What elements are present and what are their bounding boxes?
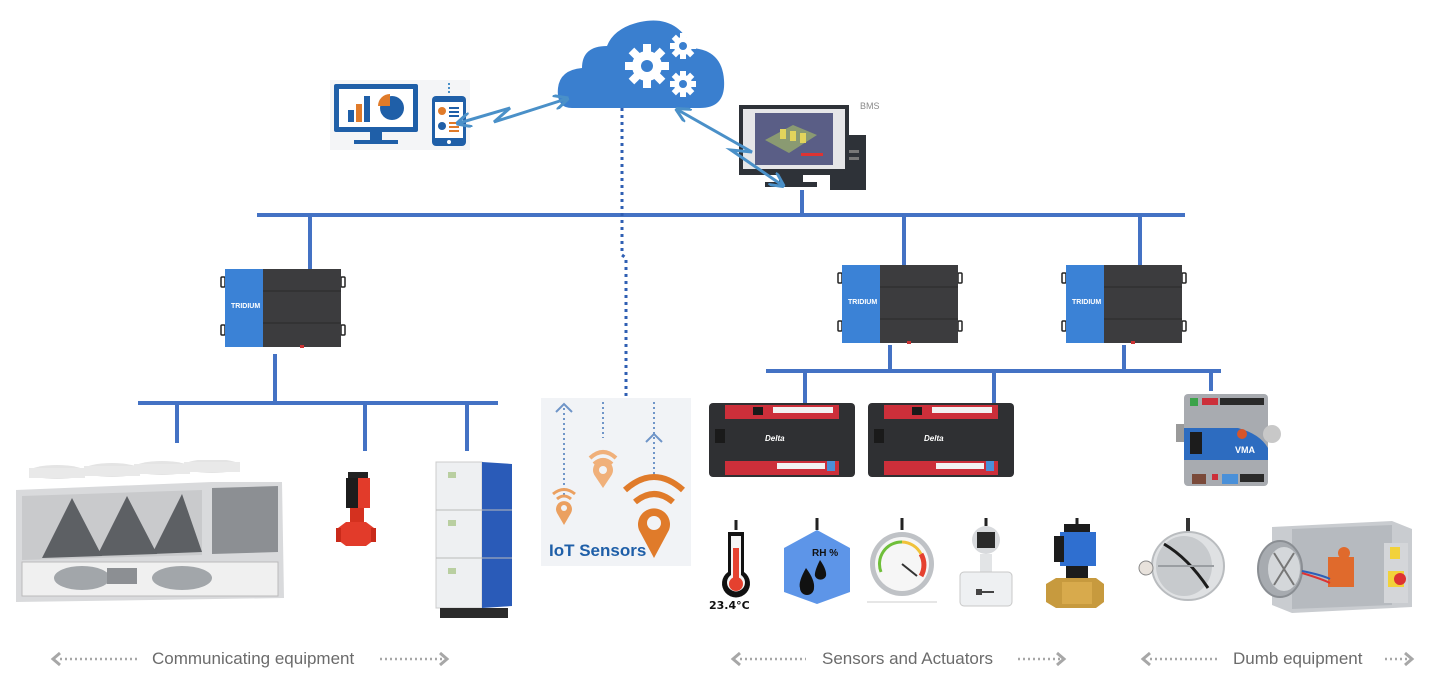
- svg-text:TRIDIUM: TRIDIUM: [1072, 299, 1101, 306]
- cloud-gears-icon: [557, 20, 725, 109]
- communicating-equipment-bus: [138, 401, 498, 405]
- delta-1-drop: [803, 371, 807, 403]
- svg-text:TRIDIUM: TRIDIUM: [231, 303, 260, 310]
- thermometer-icon: 23.4°C: [709, 520, 750, 612]
- monitor-chart-icon: [334, 84, 418, 144]
- controller-2-uplink: [902, 215, 906, 267]
- svg-text:Delta: Delta: [765, 434, 785, 443]
- svg-text:RH %: RH %: [812, 548, 838, 559]
- controller-1-uplink: [308, 215, 312, 270]
- caption-sensors-actuators: Sensors and Actuators: [822, 649, 994, 668]
- pump-drop: [363, 403, 367, 451]
- chiller-drop: [175, 403, 179, 443]
- humidity-icon: RH %: [784, 518, 850, 604]
- delta-controller-2: Delta: [868, 403, 1014, 477]
- main-network-bus: [257, 213, 1185, 217]
- iot-sensors-panel: IoT Sensors: [541, 398, 691, 566]
- tridium-controller-1: TRIDIUM: [220, 269, 346, 348]
- tridium-controller-3: TRIDIUM: [1061, 265, 1187, 344]
- vav-box-icon: [1257, 521, 1412, 613]
- bms-workstation-icon: [739, 105, 866, 190]
- dashboard-group: [330, 80, 470, 150]
- svg-text:TRIDIUM: TRIDIUM: [848, 299, 877, 306]
- bms-label: BMS: [860, 101, 880, 111]
- caption-communicating-equipment: Communicating equipment: [152, 649, 355, 668]
- delta-2-drop: [992, 371, 996, 403]
- wifi-pin-icon-medium: [588, 450, 618, 488]
- controller-3-uplink: [1138, 215, 1142, 267]
- wifi-pin-icon-small: [552, 488, 576, 525]
- pump-icon: [336, 472, 376, 546]
- boiler-drop: [465, 403, 469, 451]
- controller-3-downlink: [1122, 345, 1126, 371]
- svg-text:Delta: Delta: [924, 434, 944, 443]
- dashboard-cloud-link: [459, 99, 566, 123]
- iot-sensors-label: IoT Sensors: [549, 541, 647, 560]
- svg-text:VMA: VMA: [1235, 445, 1256, 455]
- wifi-pin-icon-large: [622, 474, 686, 558]
- valve-actuator-icon: [1046, 518, 1104, 608]
- chiller-icon: [16, 460, 284, 602]
- controller-2-downlink: [888, 345, 892, 371]
- caption-dumb-equipment: Dumb equipment: [1233, 649, 1363, 668]
- damper-icon: [1138, 518, 1225, 601]
- smartphone-app-icon: [432, 83, 466, 146]
- controller-1-downlink: [273, 354, 277, 402]
- vma-controller: VMA: [1176, 394, 1281, 486]
- tridium-controller-2: TRIDIUM: [837, 265, 963, 344]
- gauge-icon: [867, 518, 937, 603]
- svg-text:23.4°C: 23.4°C: [709, 599, 750, 612]
- boiler-icon: [435, 461, 512, 618]
- flow-meter-icon: [959, 518, 1013, 607]
- delta-controller-1: Delta: [709, 403, 855, 477]
- bms-drop-line: [800, 190, 804, 215]
- vma-drop: [1209, 371, 1213, 391]
